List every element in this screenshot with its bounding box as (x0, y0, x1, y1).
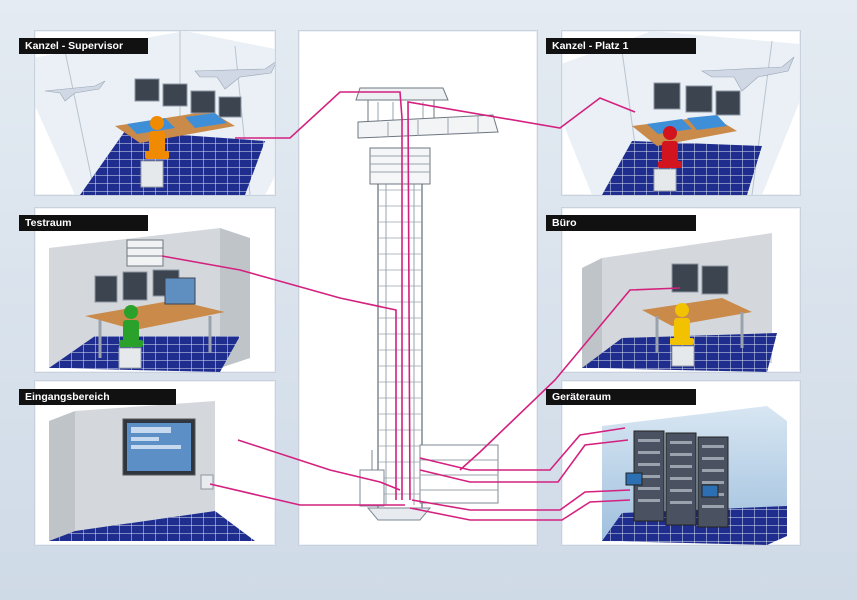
panel-testraum (34, 207, 276, 373)
geraeteraum-illustration (602, 406, 787, 545)
testraum-illustration (49, 228, 250, 372)
panel-kanzel-platz1 (561, 30, 801, 196)
kanzel-platz1-illustration (562, 31, 800, 195)
label-kanzel-platz1: Kanzel - Platz 1 (546, 38, 696, 54)
label-kanzel-supervisor: Kanzel - Supervisor (19, 38, 148, 54)
label-buero: Büro (546, 215, 696, 231)
kanzel-supervisor-illustration (35, 31, 275, 195)
eingangsbereich-illustration (49, 401, 255, 541)
buero-illustration (582, 233, 777, 372)
label-geraeteraum: Geräteraum (546, 389, 696, 405)
panel-buero (561, 207, 801, 373)
control-tower-illustration (355, 87, 499, 521)
label-testraum: Testraum (19, 215, 148, 231)
label-eingangsbereich: Eingangsbereich (19, 389, 176, 405)
panel-kanzel-supervisor (34, 30, 276, 196)
